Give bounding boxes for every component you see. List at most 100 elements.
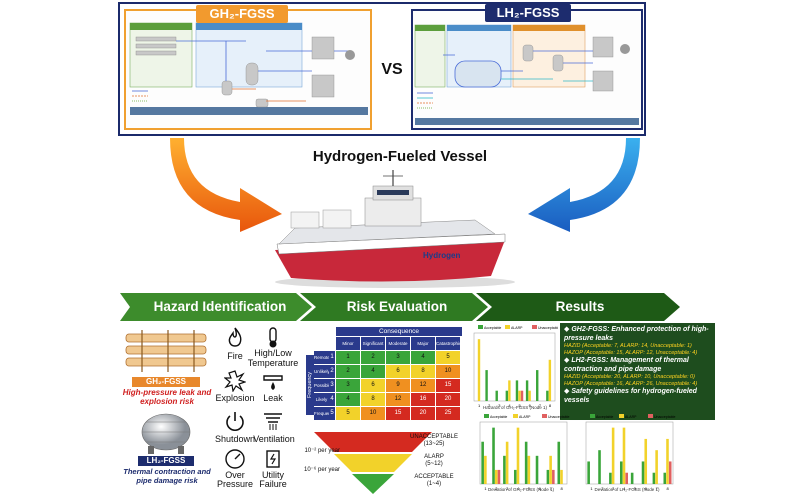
chart-bar <box>560 469 563 484</box>
gh2-risk-description: High-pressure leak and explosion risk <box>122 388 212 406</box>
power-icon <box>226 412 244 431</box>
risk-pyramid <box>314 432 432 494</box>
chart-bar <box>515 380 519 401</box>
hazard-label-temperature: High/Low Temperature <box>247 348 299 368</box>
chart-tick-label: 7 <box>550 486 553 491</box>
matrix-cell: 12 <box>386 393 410 406</box>
chart-tick-label: 8 <box>666 486 669 491</box>
chart-bar <box>652 472 656 484</box>
matrix-cell: 9 <box>386 379 410 392</box>
legend-label: Acceptable <box>490 415 507 419</box>
chart-bar <box>625 472 629 484</box>
matrix-cell: 2 <box>336 365 360 378</box>
result-bullet-3-title: Safety guidelines for hydrogen-fueled ve… <box>564 388 697 404</box>
chart-tick-label: 6 <box>539 486 542 491</box>
chart-tick-label: 7 <box>656 486 659 491</box>
orange-arrow-icon <box>170 138 282 232</box>
chart-br-xlabel: Deviation of LH₂-FGSS (Node 1) <box>594 487 660 492</box>
matrix-cell: 8 <box>411 365 435 378</box>
chart-tick-label: 2 <box>488 403 491 408</box>
pyramid-alarp-label: ALARP <box>424 454 444 460</box>
chart-bar <box>548 359 552 401</box>
chart-tick-label: 4 <box>517 486 520 491</box>
matrix-cell: 6 <box>386 365 410 378</box>
legend-swatch <box>648 414 653 418</box>
legend-label: Unacceptable <box>548 415 569 419</box>
chart-tick-label: 1 <box>484 486 487 491</box>
hazard-label-leak: Leak <box>263 393 283 403</box>
matrix-cell: 8 <box>361 393 385 406</box>
gh2-fgss-title: GH₂-FGSS <box>196 5 288 23</box>
hazard-label-shutdown: Shutdown <box>214 434 256 444</box>
hazard-label-fire: Fire <box>227 351 243 361</box>
vs-label: VS <box>381 61 403 78</box>
chart-bar <box>528 390 531 401</box>
chart-bar <box>477 339 481 401</box>
chart-bar <box>485 370 488 401</box>
gh2-fgss-diagram <box>124 9 372 130</box>
chart-top-xlabel: Hazards of GH₂-FGSS (Node 1) <box>482 405 547 410</box>
chart-bar <box>525 380 529 401</box>
chart-bar <box>505 390 509 401</box>
matrix-col-header: Catastrophic <box>436 337 461 350</box>
pyramid-unacceptable-label: UNACCEPTABLE <box>410 434 458 440</box>
chart-bar <box>549 455 552 484</box>
chart-bar <box>516 427 520 484</box>
lh2-risk-description: Thermal contraction and pipe damage risk <box>123 467 211 485</box>
fgss-comparison-frame <box>118 2 646 136</box>
matrix-cell: 6 <box>361 379 385 392</box>
pyramid-freq-high: 10⁻² per year <box>304 448 340 454</box>
chart-bar <box>611 427 615 484</box>
result-bullet-1: ◆ GH2-FGSS: Enhanced protection of high-… <box>564 326 709 342</box>
pyramid-unacceptable: UNACCEPTABLE (13~25) <box>404 434 464 448</box>
matrix-row-index: 2 <box>329 365 335 378</box>
chart-bar <box>520 390 524 401</box>
matrix-cell: 3 <box>336 379 360 392</box>
matrix-cell: 3 <box>386 351 410 364</box>
lh2-sphere-tank-icon <box>141 413 191 454</box>
vessel-illustration: Hydrogen <box>275 170 515 288</box>
matrix-cell: 10 <box>361 407 385 420</box>
chart-bar <box>524 441 528 484</box>
chart-bar <box>503 455 506 484</box>
matrix-col-header: Major <box>411 337 435 350</box>
result-bullet-2: ◆ LH2-FGSS: Management of thermal contra… <box>564 357 689 373</box>
results-summary-box: ◆ GH2-FGSS: Enhanced protection of high-… <box>560 323 715 420</box>
pyramid-unacceptable-range: (13~25) <box>423 441 445 447</box>
step-banners <box>120 293 680 321</box>
thermometer-icon <box>269 327 277 348</box>
gh2-cylinder-rack-icon <box>125 330 207 372</box>
lh2-fgss-diagram <box>411 9 643 130</box>
result-bullet-1-detail: HAZID (Acceptable: 7, ALARP: 14, Unaccep… <box>564 343 698 356</box>
legend-label: Unacceptable <box>538 326 558 330</box>
chart-bar <box>505 441 509 484</box>
legend-label: ALARP <box>519 415 531 419</box>
chart-tick-label: 1 <box>590 486 593 491</box>
vent-icon <box>264 413 282 430</box>
step-hazard-identification: Hazard Identification <box>153 299 287 314</box>
result-bullet-2-title: LH2-FGSS: Management of thermal contract… <box>564 357 689 373</box>
chart-bar <box>630 472 634 484</box>
blue-arrow-icon <box>528 138 640 232</box>
pyramid-acceptable-label: ACCEPTABLE <box>414 474 454 480</box>
chart-tick-label: 3 <box>498 403 501 408</box>
matrix-cell: 16 <box>411 393 435 406</box>
matrix-cell: 1 <box>336 351 360 364</box>
chart-bar <box>644 438 648 484</box>
lh2-fgss-title: LH₂-FGSS <box>485 4 571 22</box>
vessel-title: Hydrogen-Fueled Vessel <box>312 148 488 165</box>
legend-swatch <box>484 414 489 418</box>
legend-label: Acceptable <box>596 415 613 419</box>
chart-tick-label: 8 <box>549 403 552 408</box>
hazard-label-overpressure: Over Pressure <box>216 470 253 489</box>
legend-label: Acceptable <box>484 326 501 330</box>
chart-bar <box>552 469 555 484</box>
matrix-cell: 5 <box>336 407 360 420</box>
pyramid-alarp: ALARP (5~12) <box>404 454 464 468</box>
chart-bar <box>535 455 539 484</box>
matrix-cell: 5 <box>436 351 460 364</box>
chart-tick-label: 2 <box>601 486 604 491</box>
chart-bar <box>536 370 539 401</box>
